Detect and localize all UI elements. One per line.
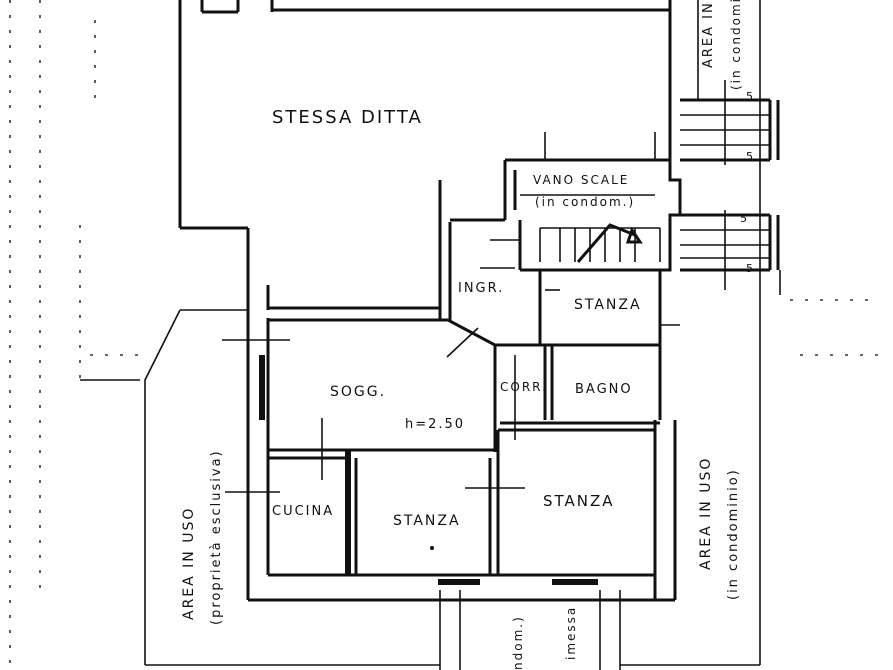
label-cucina: CUCINA [272,504,334,519]
label-corridoio: CORR. [500,380,548,394]
label-stanza-top: STANZA [574,297,642,313]
label-ingresso: INGR. [458,281,504,296]
property-boundaries [9,0,880,670]
area-labels: AREA IN USO (proprietà esclusiva) AREA I… [181,0,743,670]
step-mark: 5 [740,212,749,225]
label-bottom-note-1: ndom.) [511,615,525,670]
label-altezza: h=2.50 [405,417,465,432]
label-soggiorno: SOGG. [330,384,386,400]
stair-block [450,158,682,272]
label-stanza-right: STANZA [543,492,615,510]
apartment-walls [246,222,680,602]
label-area-right: AREA IN USO [698,457,714,570]
label-area-left: AREA IN USO [181,507,197,620]
room-center-dot [430,546,434,550]
area-boundaries [80,0,781,670]
step-mark: 5 [746,150,755,163]
label-vano-scale-note: (in condom.) [535,195,635,209]
external-stairs [680,80,780,290]
label-area-top-right: AREA IN [701,1,716,68]
label-area-right-note: (in condominio) [726,468,741,600]
label-stanza-mid: STANZA [393,513,461,529]
reference-marks [222,239,560,493]
stair-treads [559,228,636,262]
step-mark: 5 [746,90,755,103]
label-area-left-note: (proprietà esclusiva) [209,449,224,625]
label-bottom-note-2: imessa [564,606,578,660]
label-bagno: BAGNO [575,382,633,397]
step-marks: 5 5 5 5 [740,90,755,275]
stessa-ditta-block [178,0,672,310]
room-labels: STESSA DITTA VANO SCALE (in condom.) ING… [272,107,642,529]
label-vano-scale: VANO SCALE [533,173,629,187]
step-mark: 5 [746,262,755,275]
label-area-top-right-note: (in condomin [729,0,743,90]
label-stessa-ditta: STESSA DITTA [272,107,423,128]
